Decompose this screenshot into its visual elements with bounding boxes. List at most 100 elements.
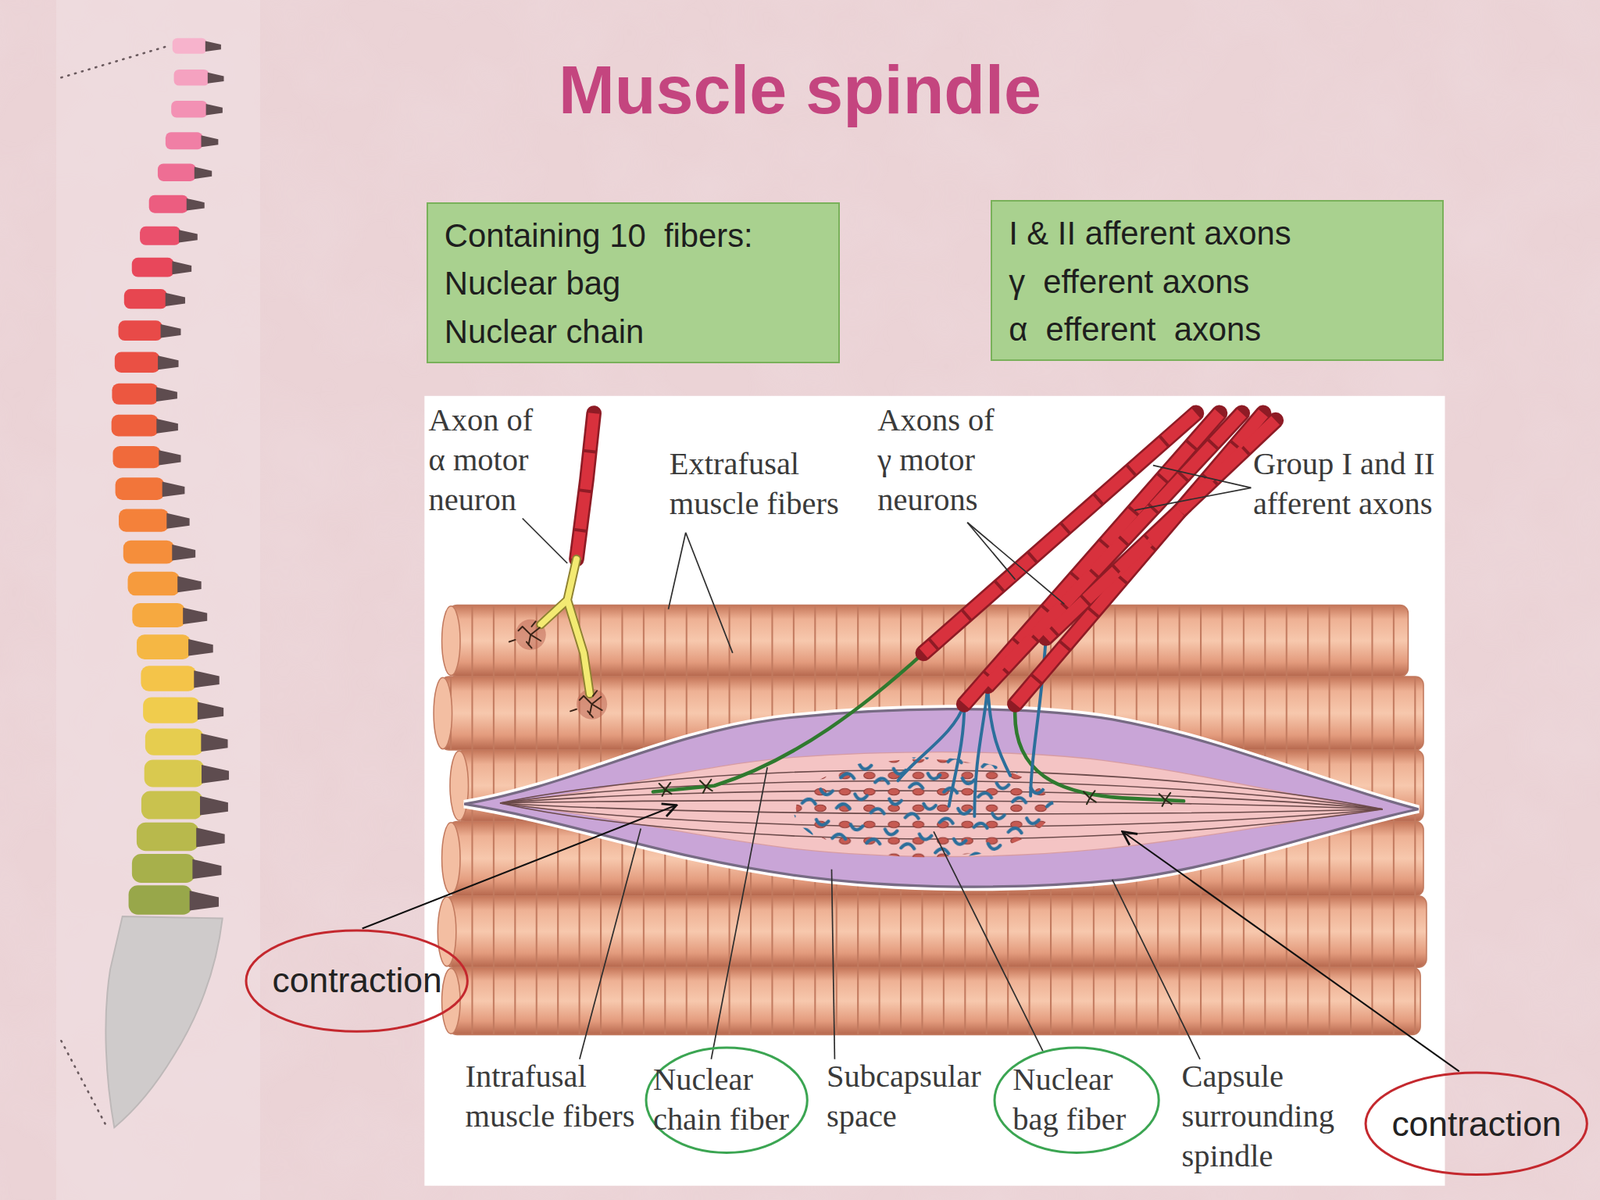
contraction-arrow	[362, 805, 677, 929]
part-label: Group I and II afferent axons	[1253, 444, 1447, 525]
leader-line	[967, 522, 1065, 604]
ellipse-outline	[246, 930, 468, 1032]
alpha-motor-axon	[540, 559, 590, 694]
gamma-axon	[653, 653, 1184, 807]
spine-illustration	[165, 132, 219, 150]
nerve-axon	[1046, 420, 1276, 638]
box-text: Containing 10 fibers:	[444, 211, 839, 260]
leader-line	[1153, 465, 1251, 489]
muscle-spindle	[464, 709, 1418, 888]
nerve-axon	[987, 413, 1242, 686]
callout-ellipse: contraction	[244, 928, 469, 1033]
spine-illustration	[171, 100, 223, 118]
gamma-axon	[659, 779, 1172, 807]
part-label: Intrafusal muscle fibers	[465, 1057, 655, 1137]
nuclei-cluster	[790, 755, 1057, 862]
alpha-motor-axon	[576, 413, 594, 560]
contraction-arrow	[1122, 831, 1460, 1072]
spine-illustration	[114, 351, 179, 372]
gamma-axon	[1014, 703, 1184, 801]
leader-line	[579, 828, 641, 1060]
callout-text: contraction	[1391, 1104, 1561, 1144]
nerve-axon	[1015, 413, 1264, 704]
spine-illustration	[115, 477, 186, 500]
ellipse-outline	[646, 1047, 808, 1153]
box-text: I & II afferent axons	[1008, 209, 1443, 258]
page-dots	[60, 46, 168, 78]
extrafusal-fiber	[444, 896, 1426, 968]
leader-line	[1112, 879, 1200, 1060]
spine-illustration	[124, 289, 186, 309]
extrafusal-fiber	[442, 606, 461, 676]
spine-illustration	[136, 822, 225, 851]
part-label: Subcapsular space	[826, 1057, 1006, 1137]
box-text: γ efferent axons	[1008, 257, 1443, 306]
ellipse-outline	[994, 1047, 1159, 1153]
alpha-motor-axon	[570, 690, 602, 718]
spine-illustration	[140, 665, 219, 691]
spine-illustration	[149, 195, 205, 214]
nerve-axon	[1046, 420, 1276, 638]
part-label: Axon of α motor neuron	[428, 400, 547, 521]
box-text: α efferent axons	[1008, 305, 1443, 354]
leader-line	[831, 869, 835, 1060]
callout-text: contraction	[272, 960, 443, 1000]
nerve-axon	[964, 413, 1220, 704]
sensory-ending	[897, 703, 965, 781]
leader-line	[668, 532, 686, 610]
gamma-axon	[653, 653, 924, 793]
spine-illustration	[142, 696, 224, 723]
muscle-spindle	[464, 709, 1418, 888]
spine-illustration	[144, 760, 229, 788]
spine-illustration	[136, 634, 214, 660]
slide-title: Muscle spindle	[392, 49, 1209, 131]
spine-illustration	[172, 38, 222, 54]
spine-illustration	[132, 257, 192, 278]
spine-illustration	[174, 69, 225, 86]
nerve-axon	[964, 413, 1220, 704]
spine-illustration	[112, 446, 181, 468]
box-text: Nuclear chain	[444, 307, 839, 356]
spine-illustration	[139, 226, 198, 246]
spine-illustration	[145, 728, 229, 755]
spine-illustration	[105, 916, 222, 1128]
info-box: I & II afferent axonsγ efferent axonsα e…	[990, 200, 1444, 361]
callout-ellipse: contraction	[1364, 1071, 1589, 1177]
ellipse-outline	[1365, 1072, 1587, 1175]
highlight-ellipse: Nuclear chain fiber	[644, 1046, 809, 1154]
nerve-axon	[923, 413, 1276, 704]
extrafusal-fiber	[450, 750, 469, 821]
spine-illustration	[111, 414, 179, 437]
leader-line	[522, 518, 568, 564]
part-label: Axons of γ motor neurons	[877, 400, 1005, 521]
spine-illustration	[132, 603, 208, 628]
extrafusal-fiber	[444, 896, 1426, 968]
spine-illustration	[128, 885, 219, 915]
part-label: Extrafusal muscle fibers	[669, 444, 859, 525]
leader-line	[522, 465, 1252, 1060]
callout-text: Nuclear chain fiber	[653, 1060, 801, 1140]
spine-illustration	[141, 791, 229, 820]
sensory-ending	[897, 637, 1046, 817]
leader-line	[685, 532, 733, 654]
spine-illustration	[118, 320, 182, 341]
nerve-axon	[987, 413, 1242, 686]
info-box: Containing 10 fibers:Nuclear bagNuclear …	[426, 202, 840, 364]
spine-illustration	[111, 383, 177, 405]
spine-illustration	[123, 540, 196, 565]
leader-line	[1134, 487, 1251, 511]
nuclei-cluster	[790, 755, 1057, 862]
box-text: Nuclear bag	[444, 259, 839, 308]
part-label: Capsule surrounding spindle	[1181, 1057, 1361, 1177]
alpha-motor-axon	[540, 559, 590, 694]
sensory-ending	[949, 703, 965, 807]
extrafusal-fiber	[442, 822, 461, 894]
spine-illustration	[105, 38, 229, 1129]
leader-line	[967, 522, 1015, 580]
extrafusal-fiber	[433, 677, 453, 749]
alpha-motor-axon	[576, 413, 594, 560]
